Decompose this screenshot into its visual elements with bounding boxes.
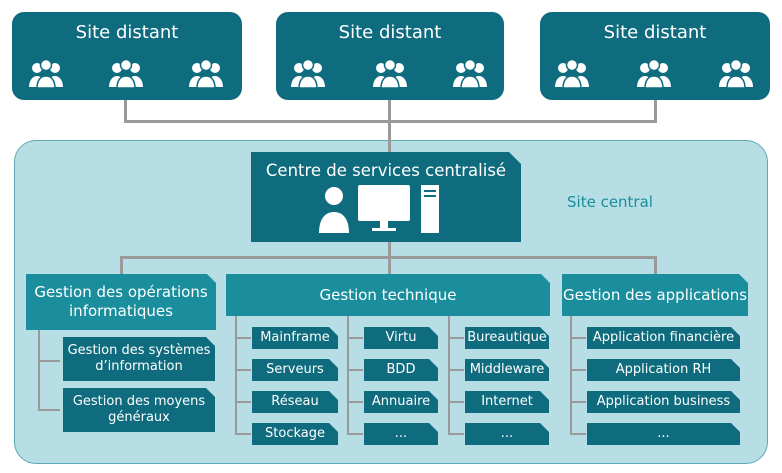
tech-item: ... bbox=[465, 423, 549, 445]
apps-item: Application financière bbox=[587, 327, 740, 349]
tech-item-label: ... bbox=[500, 425, 514, 441]
tech-item-label: Serveurs bbox=[266, 361, 324, 377]
apps-item: Application RH bbox=[587, 359, 740, 381]
users-icon bbox=[291, 58, 325, 89]
connector-line bbox=[448, 401, 464, 403]
connector-line bbox=[448, 433, 464, 435]
connector-line bbox=[448, 337, 464, 339]
computer-icon bbox=[358, 185, 410, 233]
connector-line bbox=[347, 337, 363, 339]
connector-line bbox=[235, 433, 251, 435]
remote-site-3: Site distant bbox=[540, 12, 770, 100]
connector-line bbox=[38, 360, 60, 362]
tech-item: Stockage bbox=[252, 423, 338, 445]
connector-line bbox=[570, 337, 586, 339]
tech-item-label: Virtu bbox=[385, 329, 417, 345]
connector-line bbox=[347, 316, 349, 435]
tech-item-label: BDD bbox=[386, 361, 416, 377]
tech-item: Middleware bbox=[465, 359, 549, 381]
connector-line bbox=[570, 401, 586, 403]
connector-line bbox=[347, 369, 363, 371]
tech-item: Serveurs bbox=[252, 359, 338, 381]
connector-line bbox=[448, 316, 450, 435]
connector-line bbox=[654, 94, 657, 122]
apps-item-label: Application RH bbox=[615, 361, 712, 377]
apps-item-label: Application financière bbox=[592, 329, 735, 345]
users-icon bbox=[637, 58, 671, 89]
users-icon bbox=[719, 58, 753, 89]
users-icon bbox=[189, 58, 223, 89]
central-service-desk: Centre de services centralisé bbox=[251, 152, 521, 242]
users-icon bbox=[555, 58, 589, 89]
connector-line bbox=[448, 369, 464, 371]
connector-line bbox=[38, 409, 60, 411]
tech-item: Annuaire bbox=[364, 391, 438, 413]
ops-item: Gestion des moyens généraux bbox=[63, 388, 215, 432]
tech-item: Réseau bbox=[252, 391, 338, 413]
ops-management-box: Gestion des opérations informatiques bbox=[26, 274, 216, 330]
connector-line bbox=[388, 120, 391, 152]
tech-item: Virtu bbox=[364, 327, 438, 349]
tech-management-box: Gestion technique bbox=[226, 274, 550, 316]
central-site-label: Site central bbox=[567, 193, 653, 211]
users-icon bbox=[373, 58, 407, 89]
connector-line bbox=[654, 256, 657, 274]
connector-line bbox=[235, 337, 251, 339]
tech-item: Internet bbox=[465, 391, 549, 413]
users-icon bbox=[109, 58, 143, 89]
users-icon bbox=[453, 58, 487, 89]
apps-item: Application business bbox=[587, 391, 740, 413]
ops-title: Gestion des opérations informatiques bbox=[34, 283, 208, 320]
connector-line bbox=[570, 369, 586, 371]
tech-item: BDD bbox=[364, 359, 438, 381]
connector-line bbox=[235, 401, 251, 403]
remote-site-label: Site distant bbox=[603, 22, 707, 43]
connector-line bbox=[120, 256, 656, 259]
tech-title: Gestion technique bbox=[319, 285, 457, 304]
hub-title: Centre de services centralisé bbox=[265, 161, 507, 180]
connector-line bbox=[38, 330, 40, 410]
connector-line bbox=[235, 369, 251, 371]
users-icon bbox=[29, 58, 63, 89]
remote-site-label: Site distant bbox=[338, 22, 442, 43]
operator-icon bbox=[317, 185, 351, 233]
connector-line bbox=[120, 256, 123, 274]
tech-item-label: Stockage bbox=[265, 425, 325, 441]
connector-line bbox=[570, 433, 586, 435]
connector-line bbox=[570, 316, 572, 435]
tech-item-label: Middleware bbox=[469, 361, 545, 377]
tech-item-label: Réseau bbox=[271, 393, 319, 409]
ops-item-label: Gestion des moyens généraux bbox=[72, 393, 206, 425]
connector-line bbox=[347, 433, 363, 435]
remote-site-1: Site distant bbox=[12, 12, 242, 100]
tech-item-label: Bureautique bbox=[467, 329, 547, 345]
tech-item: ... bbox=[364, 423, 438, 445]
apps-item-label: Application business bbox=[596, 393, 731, 409]
connector-line bbox=[124, 94, 127, 122]
connector-line bbox=[388, 94, 391, 122]
tower-pc-icon bbox=[421, 185, 439, 233]
ops-item-label: Gestion des systèmes d’information bbox=[67, 342, 211, 374]
connector-line bbox=[235, 316, 237, 435]
tech-item-label: Internet bbox=[481, 393, 533, 409]
remote-site-label: Site distant bbox=[75, 22, 179, 43]
remote-site-2: Site distant bbox=[276, 12, 504, 100]
tech-item-label: Annuaire bbox=[371, 393, 431, 409]
connector-line bbox=[388, 140, 391, 154]
tech-item-label: ... bbox=[394, 425, 408, 441]
ops-item: Gestion des systèmes d’information bbox=[63, 337, 215, 381]
apps-management-box: Gestion des applications bbox=[562, 274, 748, 316]
tech-item: Bureautique bbox=[465, 327, 549, 349]
tech-item: Mainframe bbox=[252, 327, 338, 349]
apps-item: ... bbox=[587, 423, 740, 445]
tech-item-label: Mainframe bbox=[260, 329, 330, 345]
connector-line bbox=[347, 401, 363, 403]
apps-title: Gestion des applications bbox=[562, 285, 748, 304]
apps-item-label: ... bbox=[657, 425, 670, 441]
